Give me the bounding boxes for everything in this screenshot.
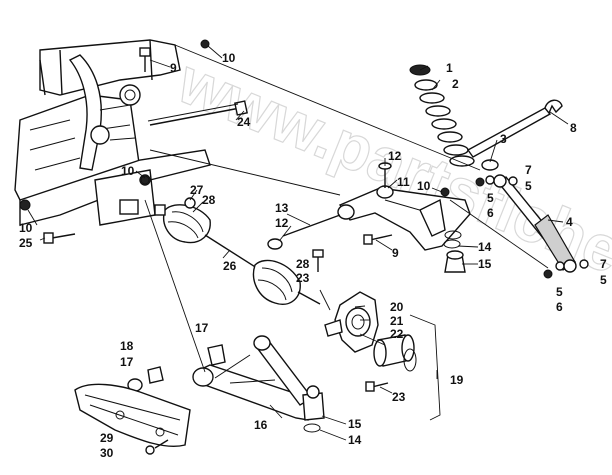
callout-5c: 5 — [556, 285, 563, 299]
snap-ring-14-upper — [443, 239, 461, 249]
nut-10-frame — [140, 175, 150, 185]
bolt-23-upper — [312, 249, 324, 272]
upper-ball-joint — [444, 250, 466, 273]
vehicle-frame — [14, 39, 211, 226]
callout-4: 4 — [566, 215, 573, 229]
pivot-shaft-13 — [267, 214, 341, 250]
callout-3: 3 — [500, 132, 507, 146]
callout-18: 18 — [120, 339, 134, 353]
callout-25: 25 — [19, 236, 33, 250]
snap-ring-14-lower — [303, 423, 321, 433]
callout-14b: 14 — [348, 433, 362, 447]
lower-ball-joint — [302, 385, 325, 421]
callout-13: 13 — [275, 201, 289, 215]
snap-ring-22 — [403, 348, 417, 372]
callout-17a: 17 — [195, 321, 209, 335]
callout-9b: 9 — [392, 246, 399, 260]
callout-20: 20 — [390, 300, 404, 314]
callout-1: 1 — [446, 61, 453, 75]
skid-plate — [74, 383, 191, 447]
callout-12b: 12 — [275, 216, 289, 230]
callout-11: 11 — [397, 175, 410, 189]
callout-24: 24 — [237, 115, 251, 129]
callout-17b: 17 — [120, 355, 134, 369]
bolt-23-lower — [365, 381, 389, 392]
callout-10c: 10 — [417, 179, 431, 193]
callout-5a: 5 — [487, 191, 494, 205]
nut-10-left — [19, 199, 31, 211]
callout-23a: 23 — [296, 271, 310, 285]
callout-23b: 23 — [392, 390, 406, 404]
callout-6b: 6 — [556, 300, 563, 314]
callout-10d: 10 — [19, 221, 33, 235]
callout-21: 21 — [390, 314, 404, 328]
callout-19: 19 — [450, 373, 464, 387]
callout-9a: 9 — [170, 61, 177, 75]
bolt-9-upper — [139, 47, 151, 72]
bolt-30 — [145, 439, 169, 455]
callout-28a: 28 — [202, 193, 216, 207]
callout-29: 29 — [100, 431, 114, 445]
bushing-17-lower — [147, 366, 164, 384]
steering-knuckle — [324, 291, 379, 353]
callout-labels: 1 2 3 4 5 5 5 5 6 6 7 7 8 9 9 10 10 10 1… — [19, 51, 607, 460]
callout-15a: 15 — [478, 257, 492, 271]
nut-10-arm — [440, 187, 450, 197]
bolt-9-arm — [363, 234, 393, 245]
callout-10b: 10 — [121, 164, 135, 178]
callout-5b: 5 — [525, 179, 532, 193]
callout-leaders — [27, 45, 569, 441]
callout-2: 2 — [452, 77, 459, 91]
cv-axle — [154, 197, 321, 305]
shock-absorber — [475, 174, 589, 279]
bolt-25 — [43, 232, 76, 244]
callout-12a: 12 — [388, 149, 402, 163]
nut-10-top — [200, 39, 210, 49]
callout-8: 8 — [570, 121, 577, 135]
group-bracket-19 — [409, 314, 441, 421]
bushing-17-upper — [207, 344, 226, 366]
callout-28b: 28 — [296, 257, 310, 271]
callout-7a: 7 — [525, 163, 532, 177]
assembly-arrows — [144, 44, 549, 373]
callout-30: 30 — [100, 446, 114, 460]
callout-6a: 6 — [487, 206, 494, 220]
callout-5d: 5 — [600, 273, 607, 287]
coil-spring — [409, 64, 499, 171]
callout-26: 26 — [223, 259, 237, 273]
callout-22: 22 — [390, 327, 404, 341]
callout-10a: 10 — [222, 51, 236, 65]
callout-15b: 15 — [348, 417, 362, 431]
callout-7b: 7 — [600, 257, 607, 271]
callout-14a: 14 — [478, 240, 492, 254]
callout-16: 16 — [254, 418, 268, 432]
callout-27: 27 — [190, 183, 204, 197]
upper-a-arm — [337, 185, 471, 251]
spanner-wrench — [466, 99, 563, 158]
